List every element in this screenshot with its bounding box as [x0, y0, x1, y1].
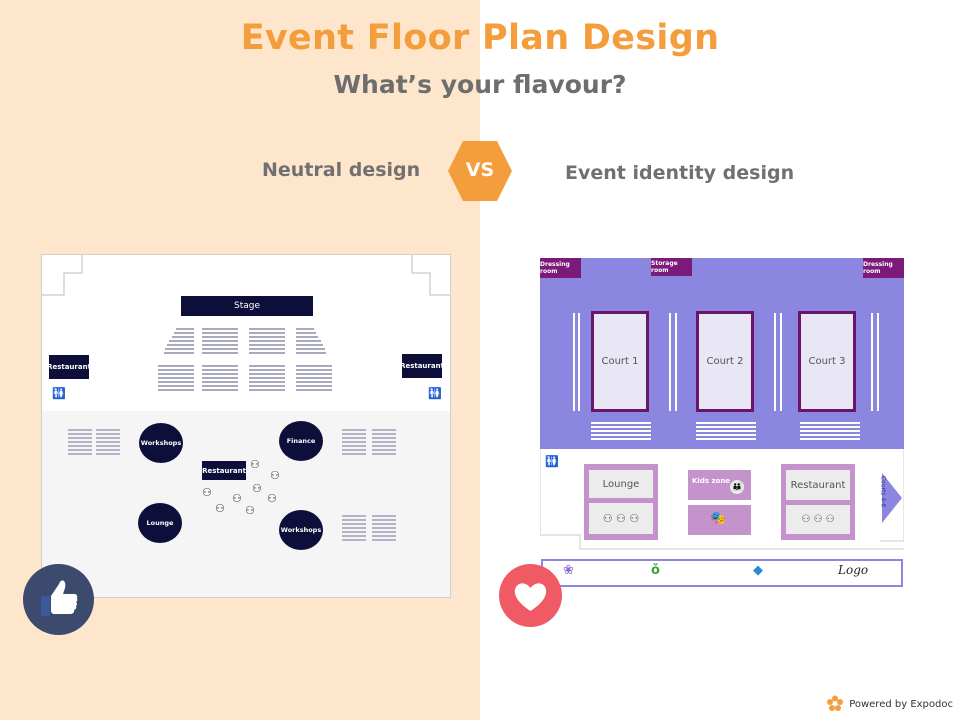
- arrow-right-icon: [882, 473, 902, 523]
- table-icon: ⚇: [270, 469, 280, 482]
- exhibitor-rows: [342, 515, 366, 543]
- dressing-room-left: Dressing room: [540, 258, 581, 278]
- court-line: [780, 313, 782, 411]
- powered-by-text: Powered by Expodoc: [849, 698, 953, 710]
- seating-block: [202, 328, 238, 356]
- seating-block: [164, 328, 194, 356]
- finance-area: Finance: [279, 421, 323, 461]
- lounge-area: Lounge: [138, 503, 182, 543]
- court-line: [573, 313, 575, 411]
- powered-by-footer: Powered by Expodoc: [826, 695, 953, 713]
- logo-text: Logo: [838, 563, 869, 577]
- heart-icon: [499, 564, 562, 627]
- court-1: Court 1: [591, 311, 649, 412]
- court-line: [871, 313, 873, 411]
- storage-room: Storage room: [651, 258, 692, 276]
- court-line: [669, 313, 671, 411]
- thumbs-up-icon: [23, 564, 94, 635]
- dressing-room-right: Dressing room: [863, 258, 904, 278]
- seating-rows: [800, 422, 860, 442]
- workshops-area-2: Workshops: [279, 510, 323, 550]
- table-icon: ⚇: [215, 502, 225, 515]
- sponsor-logo-icon: ◆: [753, 563, 763, 578]
- restroom-icon: 🚻: [428, 387, 442, 400]
- neutral-design-label: Neutral design: [262, 159, 421, 181]
- kids-icon: 👪: [730, 480, 744, 494]
- lounge-label: Lounge: [589, 470, 653, 498]
- restaurant-left: Restaurant: [47, 355, 91, 379]
- seating-block: [249, 328, 285, 356]
- page-title: Event Floor Plan Design: [240, 18, 720, 58]
- table-icon: ⚇: [245, 504, 255, 517]
- exhibitor-rows: [96, 429, 120, 457]
- seating-block: [249, 365, 285, 393]
- table-icon: ⚇: [202, 486, 212, 499]
- court-2: Court 2: [696, 311, 754, 412]
- lotus-logo-icon: ❀: [563, 563, 574, 578]
- restaurant-right: Restaurant: [400, 354, 444, 378]
- table-icon: ⚇: [252, 482, 262, 495]
- court-line: [877, 313, 879, 411]
- neutral-floor-plan: Stage Restaurant Restaurant 🚻 🚻 Workshop…: [41, 254, 451, 598]
- court-line: [774, 313, 776, 411]
- floor-plan-walls: [42, 255, 450, 296]
- exhibitor-rows: [372, 515, 396, 543]
- sponsor-bar: ❀ ǒ ◆ Logo: [541, 559, 903, 587]
- activities-zone: [688, 505, 751, 535]
- restroom-icon: 🚻: [545, 455, 559, 468]
- lounge-seating-icon: ⚇ ⚇ ⚇: [589, 503, 653, 534]
- event-identity-floor-plan: Dressing room Storage room Dressing room…: [540, 258, 904, 590]
- seating-block: [296, 328, 326, 356]
- table-icon: ⚇: [250, 458, 260, 471]
- restroom-icon: 🚻: [52, 387, 66, 400]
- kids-zone-label: Kids zone: [692, 477, 731, 485]
- table-icon: ⚇: [267, 492, 277, 505]
- table-icon: ⚇: [232, 492, 242, 505]
- restaurant-tables-icon: ⚇ ⚇ ⚇: [786, 505, 850, 534]
- hexagon-icon: [448, 141, 512, 201]
- exhibitor-rows: [372, 429, 396, 457]
- stage: Stage: [181, 296, 313, 316]
- seating-rows: [696, 422, 756, 442]
- theater-masks-icon: 🎭: [710, 511, 727, 526]
- seating-block: [296, 365, 332, 393]
- exhibitor-rows: [342, 429, 366, 457]
- seating-block: [202, 365, 238, 393]
- court-line: [675, 313, 677, 411]
- vs-badge-text: VS: [465, 159, 495, 181]
- court-line: [578, 313, 580, 411]
- courts-4-6-label: Courts 4-6: [879, 475, 887, 508]
- seating-rows: [591, 422, 651, 442]
- expodoc-logo-icon: [827, 695, 844, 711]
- leaf-logo-icon: ǒ: [651, 563, 660, 578]
- restaurant-label: Restaurant: [786, 470, 850, 500]
- court-3: Court 3: [798, 311, 856, 412]
- exhibitor-rows: [68, 429, 92, 457]
- restaurant-center: Restaurant: [202, 461, 246, 480]
- event-identity-design-label: Event identity design: [565, 162, 795, 184]
- floor-plan-walls: [540, 449, 904, 550]
- workshops-area: Workshops: [139, 423, 183, 463]
- seating-block: [158, 365, 194, 393]
- page-subtitle: What’s your flavour?: [333, 70, 627, 99]
